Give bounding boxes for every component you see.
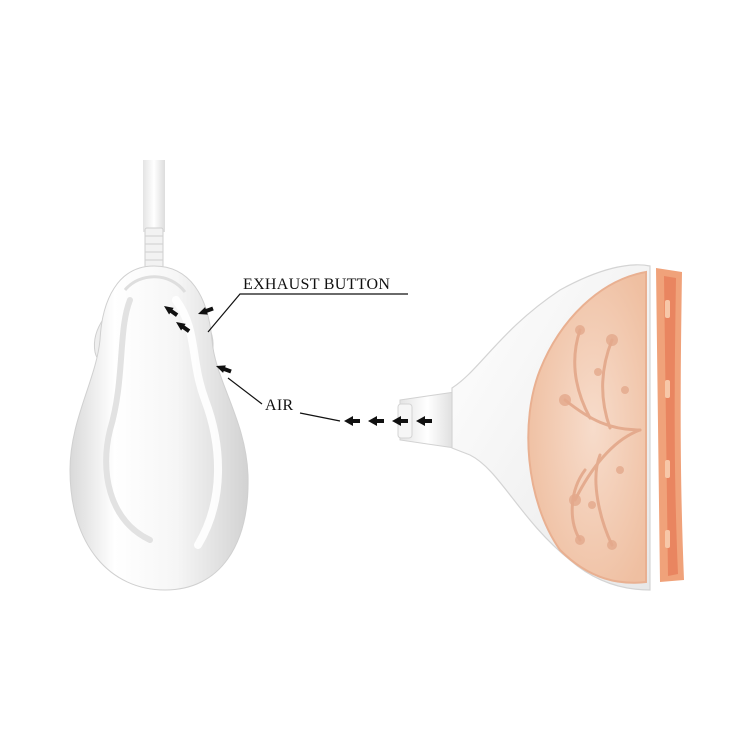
exhaust-arrows xyxy=(164,306,232,374)
bulb-top-ridge xyxy=(123,275,187,293)
arrow-left-icon xyxy=(368,416,384,426)
arrow-left-icon xyxy=(176,322,191,333)
exhaust-button-label: EXHAUST BUTTON xyxy=(243,276,390,293)
air-label: AIR xyxy=(265,397,293,414)
skin-marks xyxy=(665,300,670,548)
bulb-inner-contour xyxy=(103,297,153,543)
arrow-left-icon xyxy=(164,306,179,317)
arrow-left-icon xyxy=(198,306,214,315)
breast-lobules xyxy=(559,325,629,550)
arrow-left-icon xyxy=(216,365,232,374)
pump-bulb xyxy=(69,160,249,591)
air-flow-arrows xyxy=(344,416,432,426)
arrow-left-icon xyxy=(344,416,360,426)
breast-cup xyxy=(397,264,684,591)
arrow-left-icon xyxy=(392,416,408,426)
callout-lines xyxy=(207,293,408,422)
air-leader xyxy=(227,377,263,405)
air-leader-2 xyxy=(299,412,341,422)
hose-connector xyxy=(144,227,164,269)
exhaust-leader xyxy=(207,293,408,333)
air-hose-top xyxy=(143,160,165,232)
bulb-highlight xyxy=(172,296,223,549)
breast-shape xyxy=(527,270,647,584)
bulb-body xyxy=(69,265,249,591)
skin-layer-inner xyxy=(664,276,678,576)
arrow-left-icon xyxy=(416,416,432,426)
